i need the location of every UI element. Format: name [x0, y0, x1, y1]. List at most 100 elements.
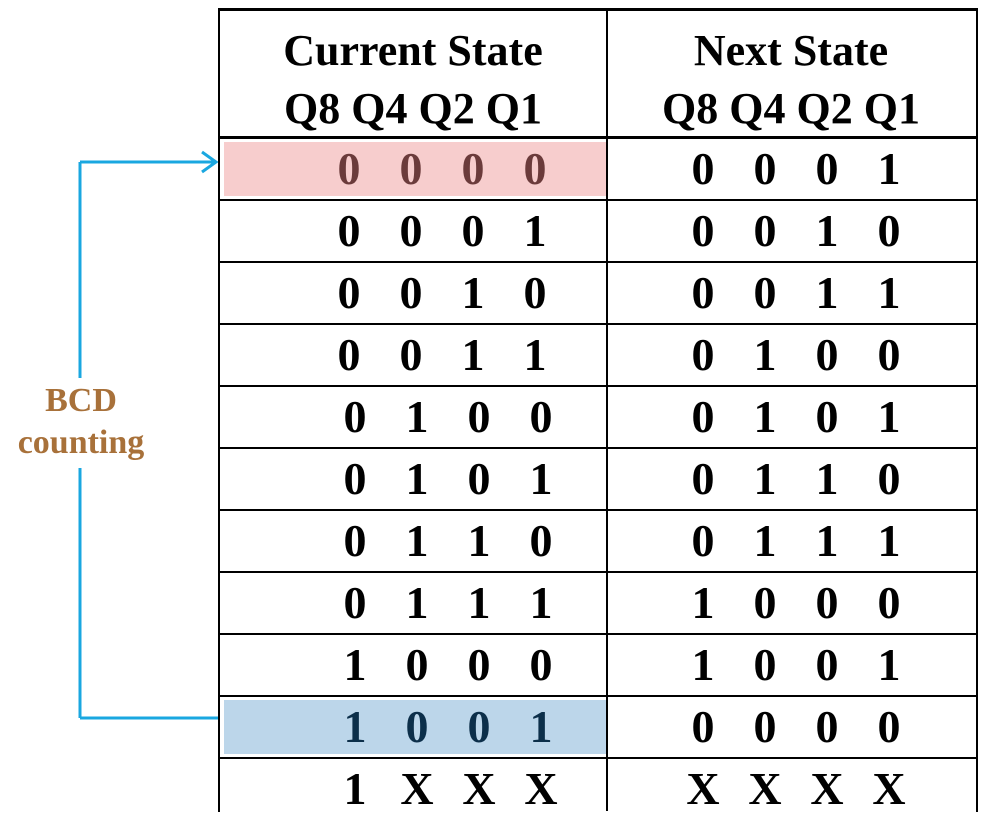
start-state-highlight — [224, 142, 606, 196]
table-header: Current State Q8 Q4 Q2 Q1 Next State Q8 … — [220, 11, 976, 139]
next-bit-q4: 1 — [753, 391, 777, 442]
current-bit-q2: 0 — [461, 205, 485, 256]
next-bit-q1: 0 — [877, 453, 901, 504]
current-bit-q8: 0 — [337, 267, 361, 318]
current-bit-q2: 0 — [467, 701, 491, 752]
current-bit-q1: 0 — [529, 639, 553, 690]
current-bit-q1: 0 — [523, 143, 547, 194]
current-bit-q1: 0 — [529, 515, 553, 566]
next-bit-q2: 1 — [815, 515, 839, 566]
next-bit-q4: 1 — [753, 453, 777, 504]
next-bit-q8: 0 — [691, 453, 715, 504]
current-bit-q8: 0 — [337, 205, 361, 256]
next-bit-q2: 0 — [815, 143, 839, 194]
end-state-highlight — [224, 700, 606, 754]
next-bit-q1: 1 — [877, 639, 901, 690]
current-bit-q8: 0 — [337, 329, 361, 380]
current-bit-q8: 0 — [343, 391, 367, 442]
next-bit-q2: 0 — [815, 701, 839, 752]
current-bit-q8: 0 — [337, 143, 361, 194]
next-bit-q1: X — [872, 763, 906, 814]
current-bit-q8: 1 — [343, 763, 367, 814]
next-bit-q8: 0 — [691, 515, 715, 566]
current-bit-q1: 0 — [523, 267, 547, 318]
current-bit-q8: 0 — [343, 515, 367, 566]
current-bit-q1: 1 — [523, 205, 547, 256]
current-bit-q2: 0 — [467, 391, 491, 442]
next-bit-q1: 0 — [877, 205, 901, 256]
current-state-title: Current State — [283, 26, 543, 75]
current-state-columns: Q8 Q4 Q2 Q1 — [284, 84, 542, 133]
next-bit-q4: 0 — [753, 701, 777, 752]
current-bit-q1: 1 — [523, 329, 547, 380]
current-bit-q1: 0 — [529, 391, 553, 442]
next-bit-q2: 0 — [815, 639, 839, 690]
state-table: Current State Q8 Q4 Q2 Q1 Next State Q8 … — [218, 8, 978, 814]
current-bit-q4: 0 — [399, 267, 423, 318]
next-bit-q1: 1 — [877, 515, 901, 566]
bcd-counting-label: BCD counting — [0, 380, 162, 464]
next-bit-q1: 1 — [877, 267, 901, 318]
current-bit-q8: 0 — [343, 453, 367, 504]
next-bit-q4: X — [748, 763, 782, 814]
column-divider — [606, 11, 608, 811]
next-bit-q2: 0 — [815, 329, 839, 380]
next-bit-q8: 0 — [691, 205, 715, 256]
current-bit-q4: 0 — [399, 329, 423, 380]
label-line-2: counting — [17, 424, 145, 461]
current-bit-q4: 0 — [399, 143, 423, 194]
current-bit-q4: 1 — [405, 515, 429, 566]
current-bit-q4: 0 — [399, 205, 423, 256]
next-bit-q4: 0 — [753, 577, 777, 628]
current-bit-q4: 1 — [405, 391, 429, 442]
next-bit-q2: X — [810, 763, 844, 814]
next-bit-q2: 0 — [815, 577, 839, 628]
current-bit-q2: 1 — [461, 267, 485, 318]
current-bit-q8: 0 — [343, 577, 367, 628]
next-bit-q8: 0 — [691, 701, 715, 752]
current-bit-q4: X — [400, 763, 434, 814]
current-bit-q1: 1 — [529, 577, 553, 628]
next-bit-q4: 0 — [753, 205, 777, 256]
current-bit-q4: 1 — [405, 453, 429, 504]
current-bit-q2: 1 — [467, 577, 491, 628]
next-bit-q8: 0 — [691, 391, 715, 442]
next-bit-q1: 1 — [877, 143, 901, 194]
next-bit-q4: 1 — [753, 515, 777, 566]
current-bit-q4: 0 — [405, 639, 429, 690]
current-state-header: Current State Q8 Q4 Q2 Q1 — [220, 11, 606, 136]
next-bit-q1: 0 — [877, 329, 901, 380]
current-bit-q1: 1 — [529, 453, 553, 504]
next-bit-q4: 1 — [753, 329, 777, 380]
current-bit-q2: 0 — [467, 453, 491, 504]
next-state-title: Next State — [693, 26, 889, 75]
next-bit-q8: 1 — [691, 577, 715, 628]
next-bit-q1: 0 — [877, 701, 901, 752]
next-bit-q4: 0 — [753, 267, 777, 318]
